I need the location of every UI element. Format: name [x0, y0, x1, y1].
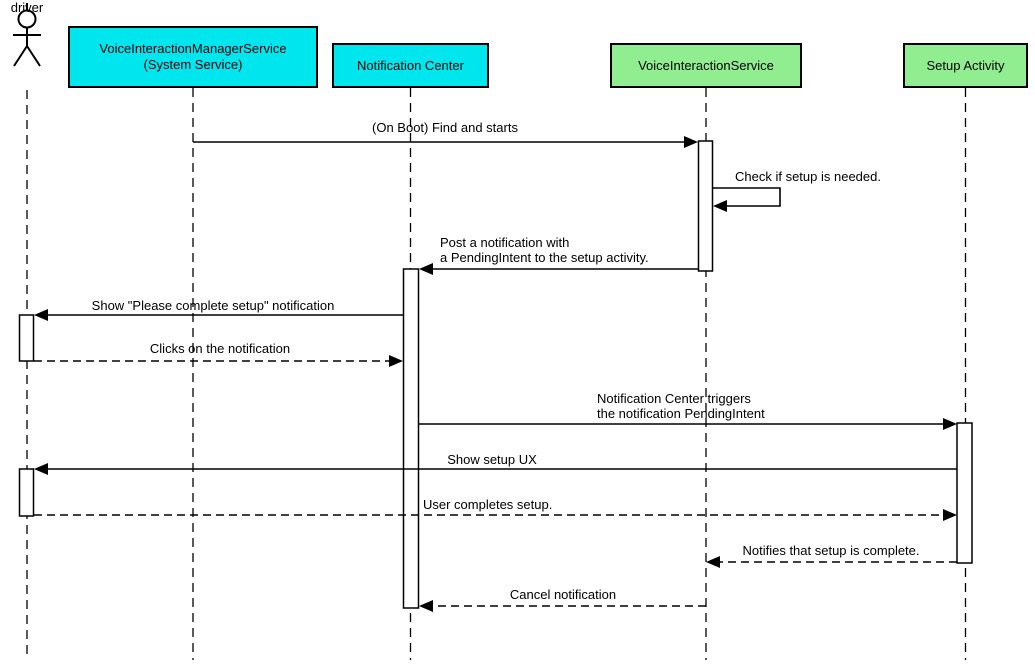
- arrowhead-m5: [389, 355, 403, 367]
- message-label-cancel-notification: Cancel notification: [509, 587, 617, 602]
- participant-box-setup-activity: Setup Activity: [903, 43, 1028, 88]
- message-label-clicks-on-notification: Clicks on the notification: [149, 341, 291, 356]
- arrow-m2-self: [713, 187, 781, 207]
- arrowhead-m4: [34, 309, 48, 321]
- activation-notification-center: [402, 268, 420, 609]
- arrowhead-m6: [943, 418, 957, 430]
- arrowhead-m8: [943, 509, 957, 521]
- actor-driver-label: driver: [10, 0, 44, 15]
- arrowhead-m3: [419, 263, 433, 275]
- participant-label-line1: VoiceInteractionManagerService: [99, 41, 287, 56]
- arrowhead-m7: [34, 463, 48, 475]
- arrowhead-m9: [706, 556, 720, 568]
- actor-driver-icon: [13, 3, 41, 67]
- participant-box-notification-center: Notification Center: [332, 43, 489, 88]
- activation-driver-1: [18, 314, 35, 362]
- message-arrows: [34, 136, 957, 612]
- arrowhead-m1: [684, 136, 698, 148]
- participant-box-voice-interaction-manager-service: VoiceInteractionManagerService (System S…: [68, 26, 318, 88]
- activation-setup-activity: [956, 422, 973, 564]
- message-label-show-setup-ux: Show setup UX: [447, 452, 537, 467]
- activation-driver-2: [18, 468, 35, 517]
- message-label-check-if-setup-needed: Check if setup is needed.: [735, 169, 881, 184]
- participant-label: Notification Center: [357, 57, 464, 73]
- activation-bars: [18, 140, 973, 609]
- message-label-notifies-setup-complete: Notifies that setup is complete.: [742, 543, 920, 558]
- participant-label: VoiceInteractionService: [638, 57, 774, 73]
- participant-label: Setup Activity: [926, 57, 1005, 73]
- message-label-line2: a PendingIntent to the setup activity.: [440, 250, 649, 265]
- arrowhead-m2: [713, 200, 727, 212]
- message-label-line2: the notification PendingIntent: [597, 406, 765, 421]
- message-label-show-please-complete-setup: Show "Please complete setup" notificatio…: [91, 298, 335, 313]
- participant-box-voice-interaction-service: VoiceInteractionService: [610, 43, 802, 88]
- message-label-line1: Notification Center triggers: [597, 391, 751, 406]
- message-label-user-completes-setup: User completes setup.: [423, 497, 553, 512]
- participant-label-line2: (System Service): [143, 57, 243, 72]
- arrowhead-m10: [419, 600, 433, 612]
- message-label-line1: Post a notification with: [440, 235, 570, 250]
- activation-voice-interaction-service: [697, 140, 714, 272]
- message-label-on-boot-find-and-starts: (On Boot) Find and starts: [372, 120, 518, 135]
